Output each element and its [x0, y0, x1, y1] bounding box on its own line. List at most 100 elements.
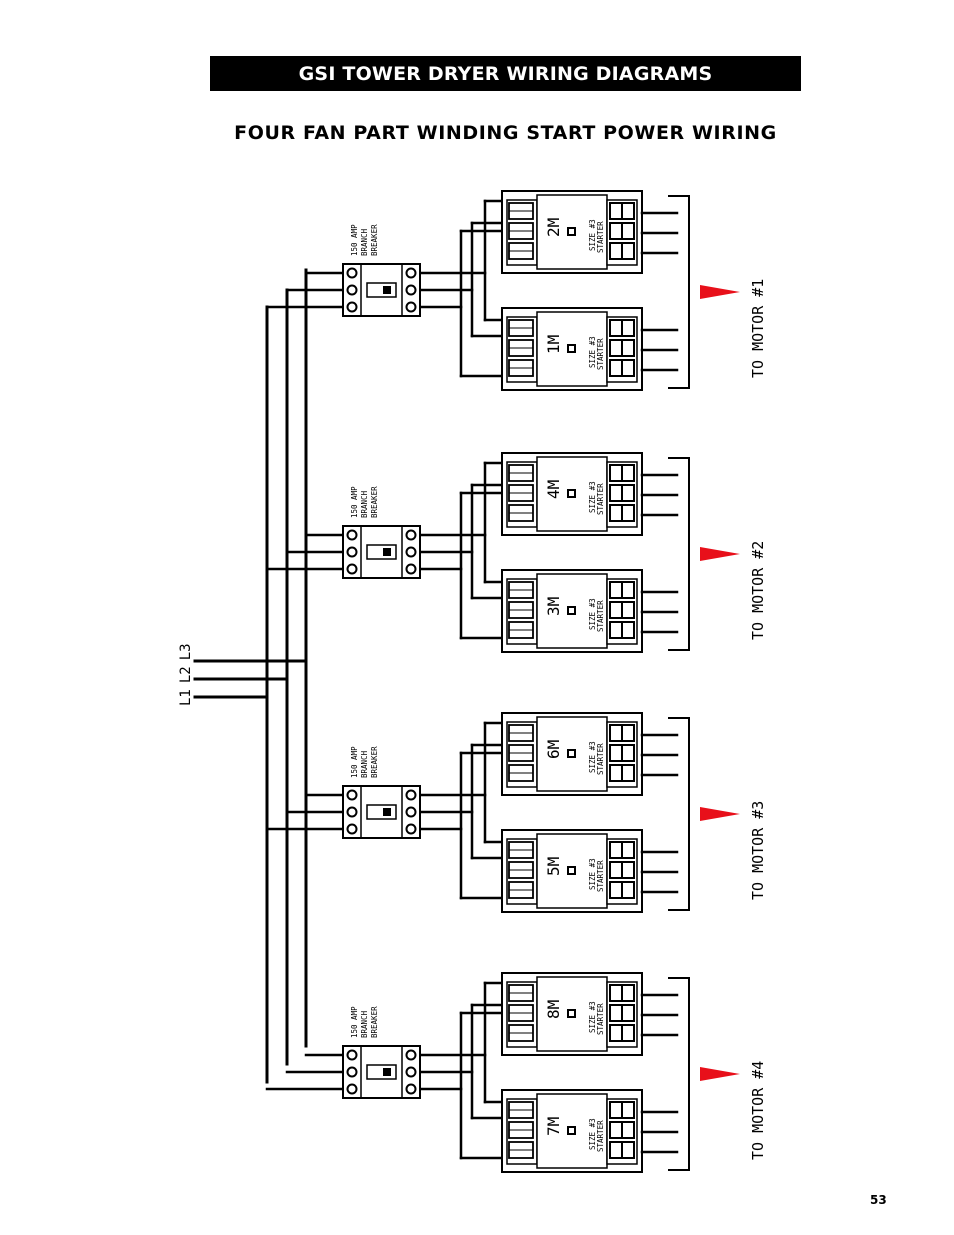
breaker-type-label: BREAKER [370, 486, 379, 518]
motor-bracket [668, 195, 690, 389]
motor-arrow [700, 807, 740, 821]
breaker-handle [366, 804, 397, 820]
breaker-lug [346, 1083, 358, 1095]
starter-type-label: STARTER [596, 1003, 605, 1035]
motor-label: TO MOTOR #2 [749, 541, 767, 640]
starter-indicator [567, 1126, 576, 1135]
breaker-lug [405, 284, 417, 296]
breaker-lug [405, 546, 417, 558]
page-number: 53 [870, 1193, 887, 1207]
supply-line-name: L3 [178, 643, 194, 660]
motor-arrow [700, 1067, 740, 1081]
motor-arrow [700, 547, 740, 561]
starter-name: 7M [544, 1117, 563, 1136]
breaker-type-label: BREAKER [370, 1006, 379, 1038]
breaker-lug [346, 267, 358, 279]
branch-breaker [342, 785, 421, 839]
section-banner: GSI TOWER DRYER WIRING DIAGRAMS [210, 56, 801, 91]
supply-line-name: L2 [178, 666, 194, 683]
starter-indicator [567, 489, 576, 498]
motor-bracket [668, 977, 690, 1171]
motor-bracket [668, 717, 690, 911]
branch-breaker [342, 1045, 421, 1099]
starter-indicator [567, 227, 576, 236]
starter-name: 5M [544, 857, 563, 876]
starter-name: 8M [544, 1000, 563, 1019]
breaker-lug [405, 823, 417, 835]
starter-name: 1M [544, 335, 563, 354]
starter-type-label: STARTER [596, 1120, 605, 1152]
breaker-lug [346, 284, 358, 296]
breaker-type-label: BRANCH [360, 750, 369, 778]
breaker-lug [346, 823, 358, 835]
branch-breaker [342, 263, 421, 317]
starter-type-label: STARTER [596, 338, 605, 370]
breaker-type-label: BREAKER [370, 746, 379, 778]
starter-size-label: SIZE #3 [588, 741, 597, 773]
breaker-rating-label: 150 AMP [350, 746, 359, 778]
breaker-lug [346, 806, 358, 818]
starter-name: 2M [544, 218, 563, 237]
starter-name: 4M [544, 480, 563, 499]
breaker-type-label: BREAKER [370, 224, 379, 256]
breaker-lug [405, 806, 417, 818]
starter-type-label: STARTER [596, 483, 605, 515]
supply-line-name: L1 [178, 689, 194, 706]
motor-arrow [700, 285, 740, 299]
breaker-handle [366, 544, 397, 560]
breaker-lug [346, 529, 358, 541]
starter-indicator [567, 606, 576, 615]
breaker-lug [346, 1066, 358, 1078]
breaker-toggle [383, 808, 391, 816]
motor-label: TO MOTOR #4 [749, 1061, 767, 1160]
starter-indicator [567, 1009, 576, 1018]
starter-indicator [567, 866, 576, 875]
branch-breaker [342, 525, 421, 579]
breaker-rating-label: 150 AMP [350, 486, 359, 518]
diagram-title: FOUR FAN PART WINDING START POWER WIRING [234, 122, 777, 144]
breaker-type-label: BRANCH [360, 228, 369, 256]
starter-size-label: SIZE #3 [588, 336, 597, 368]
breaker-handle [366, 1064, 397, 1080]
breaker-lug [405, 1083, 417, 1095]
starter-size-label: SIZE #3 [588, 858, 597, 890]
breaker-lug [405, 1049, 417, 1061]
breaker-lug [405, 267, 417, 279]
starter-size-label: SIZE #3 [588, 1001, 597, 1033]
starter-size-label: SIZE #3 [588, 219, 597, 251]
breaker-type-label: BRANCH [360, 1010, 369, 1038]
motor-label: TO MOTOR #1 [749, 279, 767, 378]
breaker-lug [346, 1049, 358, 1061]
breaker-toggle [383, 548, 391, 556]
breaker-rating-label: 150 AMP [350, 1006, 359, 1038]
starter-name: 3M [544, 597, 563, 616]
breaker-lug [346, 546, 358, 558]
starter-name: 6M [544, 740, 563, 759]
starter-size-label: SIZE #3 [588, 1118, 597, 1150]
starter-type-label: STARTER [596, 221, 605, 253]
starter-indicator [567, 344, 576, 353]
breaker-handle [366, 282, 397, 298]
supply-line-label: L1 L2 L3 [178, 643, 194, 706]
motor-bracket [668, 457, 690, 651]
breaker-lug [346, 563, 358, 575]
breaker-toggle [383, 286, 391, 294]
breaker-lug [405, 563, 417, 575]
breaker-lug [405, 301, 417, 313]
breaker-lug [405, 789, 417, 801]
starter-type-label: STARTER [596, 600, 605, 632]
